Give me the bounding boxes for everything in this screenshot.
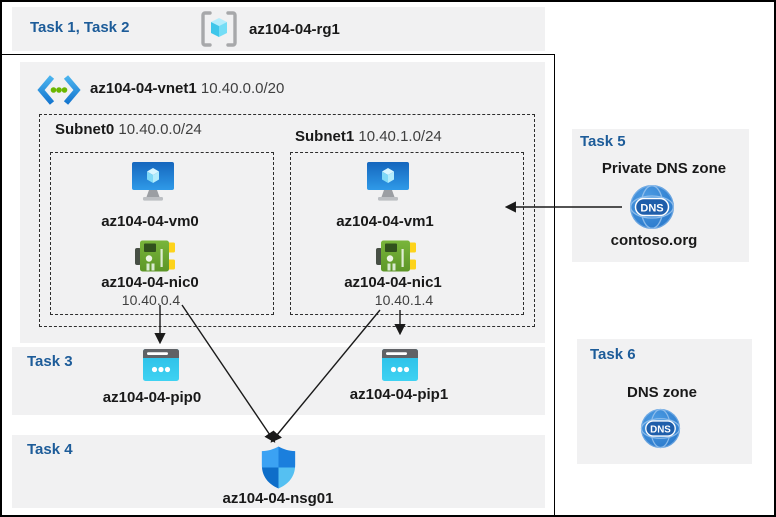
- resource-group-icon: [201, 11, 237, 47]
- vm0-icon: [132, 162, 174, 201]
- subnet0-label: Subnet0 10.40.0.0/24: [55, 121, 202, 138]
- subnet0-cidr: 10.40.0.0/24: [118, 121, 202, 138]
- vnet-container: [20, 62, 545, 343]
- dns-icon-text: DNS: [650, 425, 671, 436]
- task-3-band: [12, 347, 545, 415]
- vnet-label: az104-04-vnet1 10.40.0.0/20: [90, 80, 284, 97]
- task-1-2-label: Task 1, Task 2: [30, 19, 130, 36]
- dns-zone-title: DNS zone: [626, 384, 698, 401]
- dns-zone-icon: DNS: [640, 408, 681, 449]
- resource-group-name: az104-04-rg1: [249, 21, 340, 38]
- resource-group-boundary: [2, 54, 555, 515]
- dns-icon-text: DNS: [640, 203, 663, 215]
- pip0-name: az104-04-pip0: [102, 389, 202, 406]
- task-6-label: Task 6: [590, 346, 636, 363]
- pip1-name: az104-04-pip1: [349, 386, 449, 403]
- pip0-icon: [143, 349, 179, 381]
- nic1-ip: 10.40.1.4: [374, 292, 434, 308]
- subnet1-box: [290, 152, 524, 315]
- nic0-ip: 10.40.0.4: [121, 292, 181, 308]
- task-3-label: Task 3: [27, 353, 73, 370]
- pip1-icon: [382, 349, 418, 381]
- subnet0-name: Subnet0: [55, 121, 115, 138]
- subnet0-box: [50, 152, 274, 315]
- nic1-name: az104-04-nic1: [344, 274, 442, 291]
- nic0-icon: [135, 240, 175, 272]
- vm0-name: az104-04-vm0: [101, 213, 199, 230]
- task-5-label: Task 5: [580, 133, 626, 150]
- vnet-cidr: 10.40.0.0/20: [200, 80, 285, 97]
- vm1-name: az104-04-vm1: [336, 213, 434, 230]
- private-dns-zone-title: Private DNS zone: [601, 160, 727, 177]
- task-1-2-band: [12, 7, 545, 51]
- private-dns-zone-icon: DNS: [630, 185, 674, 229]
- subnet1-label: Subnet1 10.40.1.0/24: [295, 128, 442, 145]
- nsg-icon: [261, 446, 296, 489]
- virtual-network-icon: [37, 75, 81, 105]
- nic1-icon: [376, 240, 416, 272]
- vm1-icon: [367, 162, 409, 201]
- private-dns-zone-name: contoso.org: [610, 232, 698, 249]
- nic0-name: az104-04-nic0: [101, 274, 199, 291]
- nsg-name: az104-04-nsg01: [222, 490, 334, 507]
- task-4-label: Task 4: [27, 441, 73, 458]
- subnet1-name: Subnet1: [295, 128, 355, 145]
- subnet1-cidr: 10.40.1.0/24: [358, 128, 442, 145]
- vnet-name: az104-04-vnet1: [90, 80, 197, 97]
